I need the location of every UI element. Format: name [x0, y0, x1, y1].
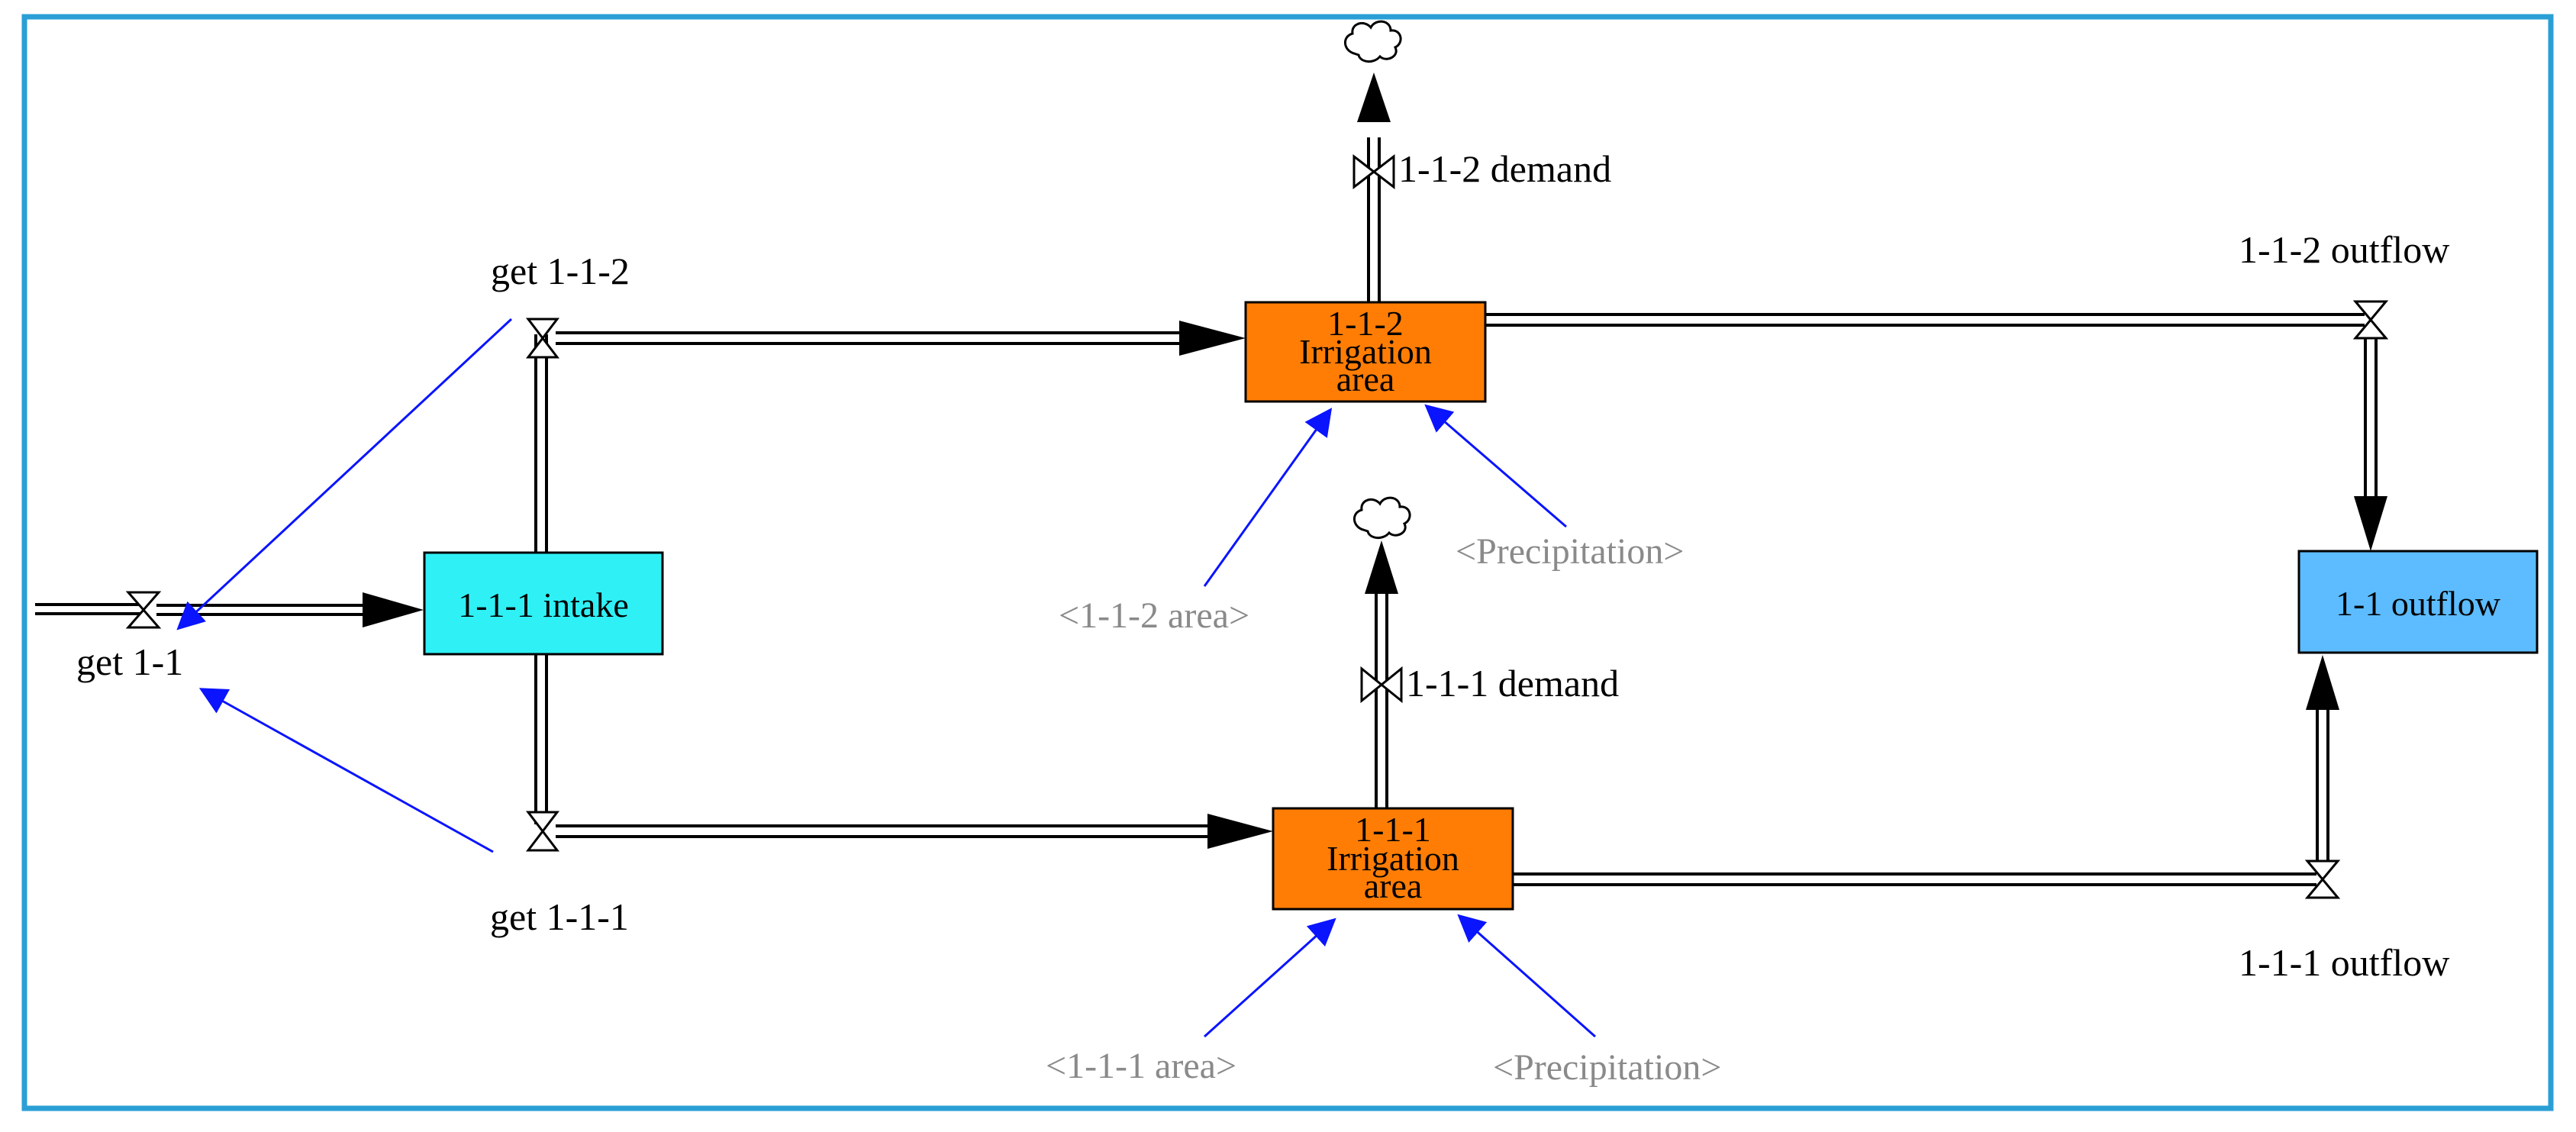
- flow-label-1-1-1-demand[interactable]: 1-1-1 demand: [1406, 662, 1619, 705]
- pipe-intake-to-get-1-1-1: [534, 654, 548, 824]
- pipe-demand-111: [1365, 540, 1398, 808]
- arrow-area112-to-irr112: [1203, 408, 1333, 587]
- cloud-icon: [1353, 496, 1411, 539]
- valve-icon: [525, 811, 560, 852]
- shadow-variable-precipitation-lower[interactable]: <Precipitation>: [1493, 1047, 1721, 1088]
- stock-label-line-2: Irrigation: [1327, 839, 1459, 878]
- valve-outflow-112[interactable]: [2352, 300, 2389, 340]
- valve-icon: [1352, 153, 1395, 190]
- valve-icon: [525, 318, 560, 359]
- arrow-precip-to-irr111: [1457, 914, 1596, 1038]
- pipe-intake-to-get-1-1-2: [534, 334, 548, 553]
- stock-1-1-outflow[interactable]: 1-1 outflow: [2297, 550, 2539, 654]
- cloud-icon: [1344, 20, 1402, 63]
- stock-label-line-1: 1-1-2: [1327, 304, 1404, 343]
- cloud-sink-demand-112: [1344, 20, 1402, 63]
- pipe-source-to-get-1-1: [35, 603, 145, 615]
- shadow-variable-1-1-1-area[interactable]: <1-1-1 area>: [1046, 1046, 1236, 1086]
- flow-label-get-1-1-2[interactable]: get 1-1-2: [491, 250, 630, 292]
- valve-demand-111[interactable]: [1360, 666, 1403, 704]
- arrow-precip-to-irr112: [1424, 404, 1567, 528]
- pipe-outflow-112-to-1-1-outflow: [2354, 336, 2387, 551]
- valve-get-1-1-1[interactable]: [525, 811, 560, 852]
- pipe-get-1-1-2-to-irrigation-112: [556, 321, 1246, 356]
- valve-icon: [2352, 300, 2389, 340]
- valve-icon: [1360, 666, 1403, 704]
- stock-1-1-1-irrigation-area[interactable]: 1-1-1 Irrigation area: [1272, 807, 1514, 911]
- arrow-get112-to-get11: [176, 318, 513, 631]
- stock-label: 1-1-1 intake: [458, 585, 629, 624]
- valve-demand-112[interactable]: [1352, 153, 1395, 190]
- stock-1-1-1-intake[interactable]: 1-1-1 intake: [423, 551, 664, 656]
- arrow-area111-to-irr111: [1203, 918, 1336, 1038]
- stock-label-line-2: Irrigation: [1299, 332, 1432, 371]
- valve-icon: [2304, 859, 2341, 899]
- shadow-variable-precipitation-upper[interactable]: <Precipitation>: [1456, 531, 1684, 572]
- pipe-get-1-1-to-intake: [156, 592, 424, 627]
- diagram-frame: [21, 14, 2554, 1111]
- valve-get-1-1-2[interactable]: [525, 318, 560, 359]
- valve-outflow-111[interactable]: [2304, 859, 2341, 899]
- stock-1-1-2-irrigation-area[interactable]: 1-1-2 Irrigation area: [1244, 301, 1487, 403]
- pipe-demand-112: [1357, 73, 1391, 302]
- shadow-variable-1-1-2-area[interactable]: <1-1-2 area>: [1059, 595, 1249, 636]
- flow-label-1-1-2-outflow[interactable]: 1-1-2 outflow: [2239, 228, 2449, 271]
- flow-label-get-1-1-1[interactable]: get 1-1-1: [490, 895, 629, 938]
- stock-label-line-3: area: [1336, 360, 1395, 398]
- cloud-sink-demand-111: [1353, 496, 1411, 539]
- valve-icon: [125, 591, 162, 629]
- valve-get-1-1[interactable]: [125, 591, 162, 629]
- stock-label: 1-1 outflow: [2336, 584, 2501, 623]
- stock-label-line-3: area: [1364, 866, 1423, 905]
- info-arrows: [176, 318, 1596, 1038]
- pipe-irrigation-112-to-outflow-valve: [1485, 313, 2365, 327]
- arrow-get111-to-get11: [198, 688, 494, 853]
- flow-label-1-1-2-demand[interactable]: 1-1-2 demand: [1398, 147, 1611, 190]
- stock-label-line-1: 1-1-1: [1355, 810, 1431, 849]
- pipe-get-1-1-1-to-irrigation-111: [556, 814, 1273, 849]
- pipe-irrigation-111-to-outflow-valve: [1513, 872, 2316, 886]
- flow-label-get-1-1[interactable]: get 1-1: [76, 640, 183, 683]
- pipe-outflow-111-to-1-1-outflow: [2306, 655, 2339, 866]
- flow-label-1-1-1-outflow[interactable]: 1-1-1 outflow: [2239, 941, 2449, 984]
